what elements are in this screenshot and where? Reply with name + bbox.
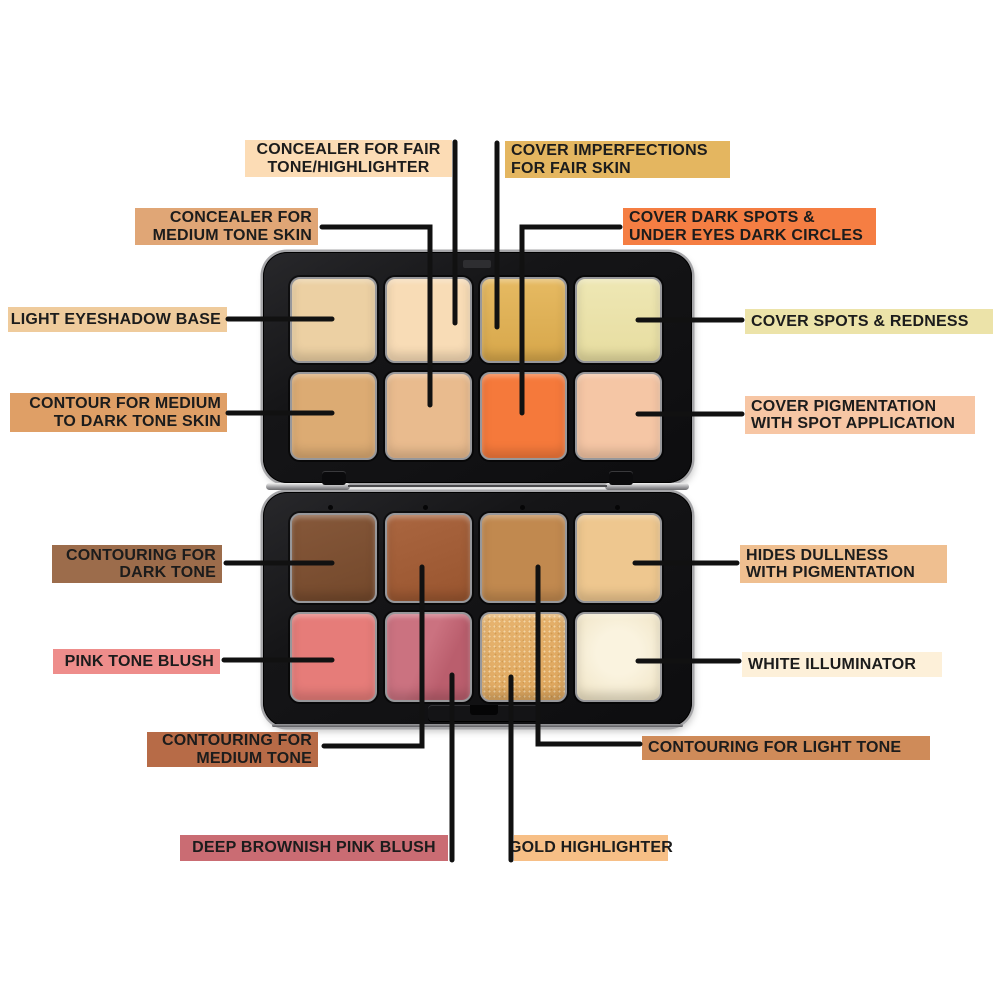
screw-dot [423, 505, 428, 510]
base-latch-tab [470, 705, 498, 715]
hinge-edge-left [266, 483, 350, 490]
label-text-line: FOR FAIR SKIN [511, 159, 631, 177]
label-white-illuminator: WHITE ILLUMINATOR [742, 652, 942, 677]
screw-dot [615, 505, 620, 510]
lid-pan-grid [263, 252, 692, 483]
lid-pan-6 [385, 372, 472, 460]
label-cover-dark-spots: COVER DARK SPOTS &UNDER EYES DARK CIRCLE… [623, 208, 876, 245]
label-text-line: UNDER EYES DARK CIRCLES [629, 226, 863, 244]
hinge-rod [348, 485, 607, 487]
label-text-line: TONE/HIGHLIGHTER [267, 158, 430, 176]
label-text-line: COVER IMPERFECTIONS [511, 142, 708, 159]
label-text-line: CONTOURING FOR [65, 546, 216, 564]
base-pan-2 [385, 513, 472, 603]
hinge-tab-left [322, 471, 346, 485]
base-pan-3 [480, 513, 567, 603]
label-text-line: CONTOURING FOR LIGHT TONE [648, 739, 902, 757]
lid-clasp [463, 260, 491, 268]
lid-pan-5 [290, 372, 377, 460]
palette-base [263, 492, 692, 727]
palette-lid [263, 252, 692, 483]
label-light-eyeshadow: LIGHT EYESHADOW BASE [8, 307, 227, 332]
screw-dot [328, 505, 333, 510]
lid-pan-7 [480, 372, 567, 460]
label-text-line: HIDES DULLNESS [746, 546, 889, 564]
label-gold-highlighter: GOLD HIGHLIGHTER [509, 835, 673, 861]
label-text-line: TO DARK TONE SKIN [53, 412, 221, 430]
label-text-line: CONTOURING FOR [161, 732, 312, 749]
label-text-line: WITH PIGMENTATION [746, 564, 916, 581]
label-text-line: CONCEALER FOR FAIR [256, 141, 441, 158]
label-text-line: CONCEALER FOR [169, 209, 312, 226]
base-pan-5 [290, 612, 377, 702]
label-text-line: COVER SPOTS & REDNESS [751, 312, 969, 330]
hinge-edge-right [605, 483, 689, 490]
lid-pan-1 [290, 277, 377, 363]
label-text-line: WHITE ILLUMINATOR [748, 655, 917, 673]
lid-pan-4 [575, 277, 662, 363]
base-pan-6 [385, 612, 472, 702]
label-text-line: LIGHT EYESHADOW BASE [10, 310, 221, 328]
screw-dot [520, 505, 525, 510]
label-text-line: PINK TONE BLUSH [64, 652, 214, 670]
label-text-line: COVER PIGMENTATION [751, 397, 937, 415]
base-pan-8 [575, 612, 662, 702]
label-deep-brownish-pink: DEEP BROWNISH PINK BLUSH [180, 835, 448, 861]
base-pan-1 [290, 513, 377, 603]
label-text-line: DEEP BROWNISH PINK BLUSH [192, 839, 436, 857]
lid-pan-8 [575, 372, 662, 460]
label-text-line: COVER DARK SPOTS & [629, 209, 815, 226]
hinge-tab-right [609, 471, 633, 485]
lid-pan-3 [480, 277, 567, 363]
label-cover-spots: COVER SPOTS & REDNESS [745, 309, 993, 334]
label-text-line: WITH SPOT APPLICATION [751, 415, 956, 432]
base-pan-7 [480, 612, 567, 702]
base-pan-grid [263, 492, 692, 727]
base-pan-4 [575, 513, 662, 603]
lid-pan-2 [385, 277, 472, 363]
label-text-line: MEDIUM TONE [196, 749, 312, 767]
label-text-line: GOLD HIGHLIGHTER [508, 839, 674, 857]
base-bottom-edge [272, 724, 683, 727]
label-contouring-light: CONTOURING FOR LIGHT TONE [642, 736, 930, 760]
label-pink-blush: PINK TONE BLUSH [53, 649, 220, 674]
label-text-line: MEDIUM TONE SKIN [152, 226, 312, 244]
label-text-line: CONTOUR FOR MEDIUM [29, 395, 221, 412]
label-text-line: DARK TONE [119, 564, 216, 581]
